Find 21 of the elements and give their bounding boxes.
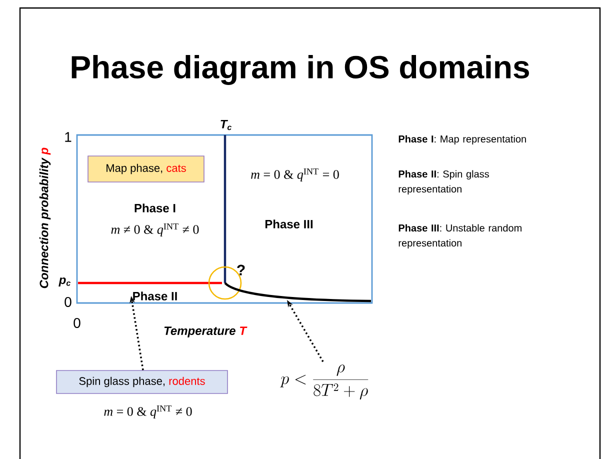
label-box: Map phase, cats — [88, 156, 204, 182]
formula: m = 0 & q$^{INT}$ = 0 — [251, 168, 339, 182]
tick-label: 1 — [65, 132, 72, 142]
formula: $p < \frac{\rho}{8T^{2}+\rho}$ — [280, 364, 368, 400]
phase-label: Phase I — [134, 204, 176, 212]
title: Phase diagram in OS domains — [72, 55, 529, 85]
tick-label: 0 — [74, 318, 80, 328]
formula: m = 0 & q$^{INT}$ ≠ 0 — [104, 405, 192, 419]
note: Phase III: Unstable random representation — [398, 224, 522, 249]
tick-label: 0 — [64, 297, 72, 307]
tick-label: p$_{c}$ — [58, 278, 71, 286]
axis-title: Temperature T — [164, 326, 248, 338]
phase-boundary — [224, 282, 372, 302]
formula: m ≠ 0 & q$^{INT}$ ≠ 0 — [111, 223, 199, 237]
note: Phase II: Spin glass representation — [398, 170, 489, 195]
label-box: Spin glass phase, rodents — [56, 370, 228, 394]
tick-label: T$_{c}$ — [220, 120, 232, 130]
note: Phase I: Map representation — [398, 135, 526, 145]
phase-label: Phase II — [133, 292, 177, 300]
phase-label: Phase III — [265, 220, 313, 228]
axis-title: Connection probability p — [39, 148, 51, 288]
